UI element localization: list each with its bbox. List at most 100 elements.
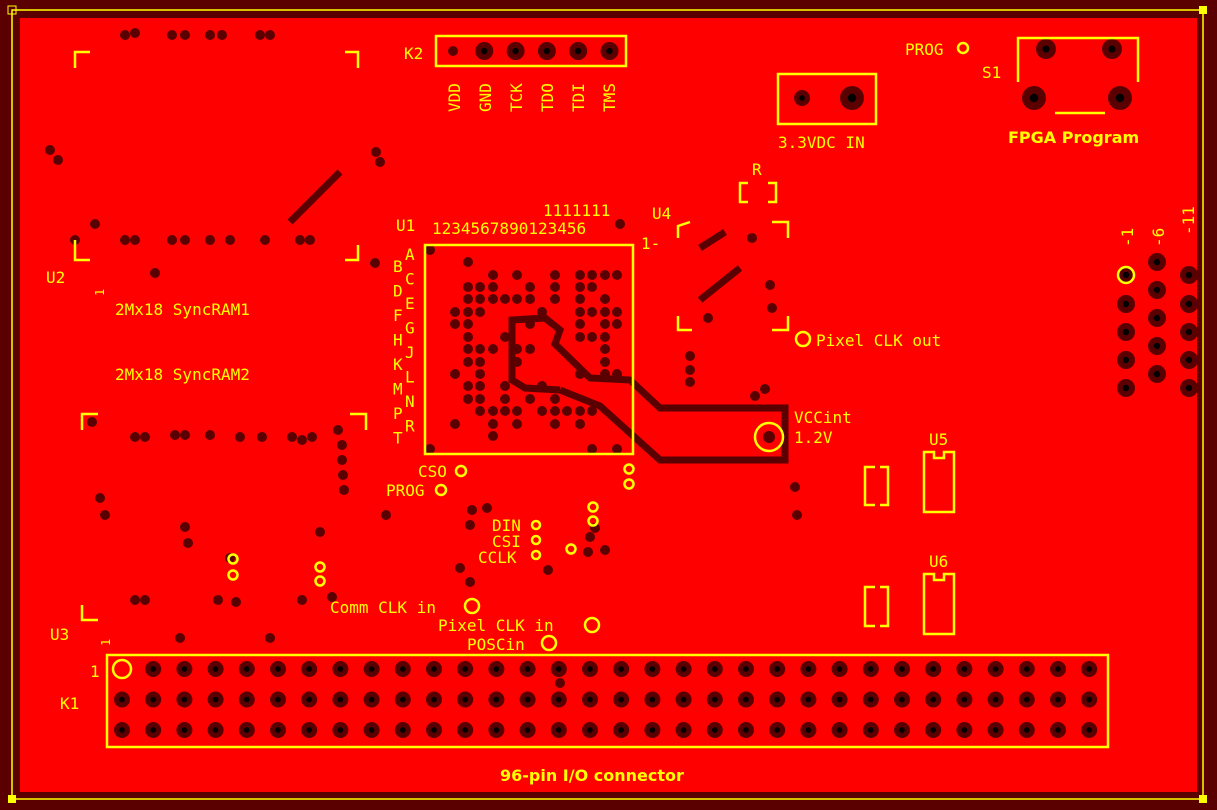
bga-ball [450,307,460,317]
bga-ball [488,419,498,429]
k2-jtag-header[interactable]: K2 VDD GND TCK TDO TDI TMS [404,34,628,112]
vccint-testpoint[interactable] [753,421,785,453]
testpoint[interactable] [227,569,239,581]
k2-pin [448,46,458,56]
via [130,235,140,245]
csi-testpoint[interactable] [530,534,542,546]
bga-ball [488,294,498,304]
bga-ball [525,394,535,404]
u4-pin1: 1- [641,234,660,253]
testpoint[interactable] [587,515,599,527]
u3-sram2: U3 1 2Mx18 SyncRAM2 [50,365,368,646]
testpoint[interactable] [623,478,635,490]
bga-ball [587,270,597,280]
via [150,268,160,278]
via [180,522,190,532]
bga-ball [600,319,610,329]
via [140,432,150,442]
via [315,527,325,537]
bga-ball [475,369,485,379]
via [225,235,235,245]
bga-ball [600,332,610,342]
k1-io-connector[interactable]: 1 K1 96-pin I/O connector [60,653,1110,785]
k2-pin-tck: TCK [507,83,526,112]
power-input-connector[interactable]: 3.3VDC IN [776,72,878,152]
s1-fpga-program-switch[interactable]: S1 FPGA Program [982,36,1140,147]
bga-ball [512,419,522,429]
bga-ball [600,369,610,379]
via [217,30,227,40]
r-ref: R [752,160,762,179]
posc-in-testpoint[interactable] [540,634,558,652]
bga-ball [600,344,610,354]
u3-ref: U3 [50,625,69,644]
u1-row-label: F [393,306,403,325]
side-label-11: -11 [1179,206,1198,235]
bga-ball [587,332,597,342]
u5-ref: U5 [929,430,948,449]
bga-ball [587,444,597,454]
testpoint[interactable] [314,561,326,573]
bga-ball [450,319,460,329]
u1-row-label: J [405,343,415,362]
via [231,597,241,607]
side-connector[interactable]: -1 -6 -11 [1116,206,1198,285]
comm-clk-in-testpoint[interactable] [463,597,481,615]
u1-fpga-bga: U1 1111111 1234567890123456 BDFHKMPTACEG… [393,201,635,456]
u6-ref: U6 [929,552,948,571]
bga-ball [575,307,585,317]
din-label: DIN [492,516,521,535]
u1-row-label: N [405,392,415,411]
csi-label: CSI [492,532,521,551]
k1-ref: K1 [60,694,79,713]
bga-ball [575,369,585,379]
via [265,30,275,40]
bga-ball [550,406,560,416]
bga-ball [475,406,485,416]
bga-ball [463,381,473,391]
via [760,384,770,394]
via [167,30,177,40]
prog-config-testpoint[interactable] [434,483,448,497]
testpoint[interactable] [587,501,599,513]
bga-ball [600,270,610,280]
cso-testpoint[interactable] [454,464,468,478]
bga-ball [475,282,485,292]
u1-row-label: G [405,319,415,338]
via [327,592,337,602]
via [371,147,381,157]
board-outline [11,9,1204,800]
via [180,430,190,440]
via [180,30,190,40]
pixel-clk-in-testpoint[interactable] [583,616,601,634]
via [130,595,140,605]
bga-ball [550,270,560,280]
testpoint[interactable] [314,575,326,587]
via [130,28,140,38]
bga-ball [550,294,560,304]
bga-ball [587,307,597,317]
testpoint[interactable] [227,553,239,565]
bga-ball [475,307,485,317]
bga-ball [525,319,535,329]
u2-pin1: 1 [93,289,107,296]
bga-ball [612,319,622,329]
via [337,455,347,465]
via [180,235,190,245]
via [339,485,349,495]
din-testpoint[interactable] [530,519,542,531]
via [140,595,150,605]
testpoint[interactable] [623,463,635,475]
comm-clk-in-label: Comm CLK in [330,598,436,617]
bga-ball [463,307,473,317]
bga-ball [562,406,572,416]
via [205,430,215,440]
bga-ball [512,270,522,280]
testpoint[interactable] [565,543,577,555]
u1-row-label: E [405,294,415,313]
prog-testpoint[interactable] [956,41,970,55]
s1-ref: S1 [982,63,1001,82]
pixel-clk-out-testpoint[interactable] [794,330,812,348]
cclk-testpoint[interactable] [530,549,542,561]
